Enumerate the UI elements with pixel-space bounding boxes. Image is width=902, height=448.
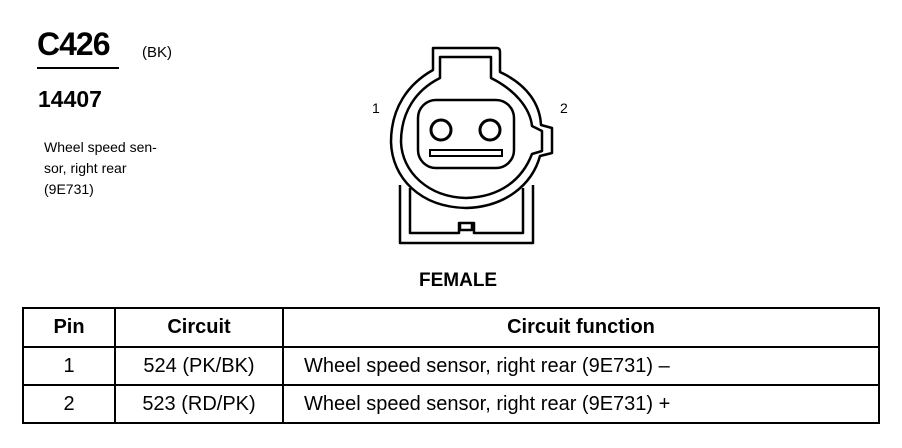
connector-id: C426 [37,26,110,62]
part-number: 14407 [38,86,102,112]
cell-circuit-function: Wheel speed sensor, right rear (9E731) – [282,346,880,386]
connector-face-outline [389,46,554,210]
cell-pin: 2 [22,384,116,424]
terminal-cavity-frame [416,98,516,170]
cell-pin: 1 [22,346,116,386]
pinout-table: Pin Circuit Circuit function 1 524 (PK/B… [22,307,880,424]
connector-description: Wheel speed sen- sor, right rear (9E731) [44,137,184,200]
description-line: Wheel speed sen- [44,139,157,155]
cell-circuit: 524 (PK/BK) [114,346,284,386]
header-circuit-function: Circuit function [282,307,880,348]
header-circuit: Circuit [114,307,284,348]
terminal-slot [429,149,503,157]
table-row: 1 524 (PK/BK) Wheel speed sensor, right … [22,346,880,386]
connector-gender: FEMALE [419,270,498,291]
connector-face-diagram [389,46,554,245]
connector-housing-outline [398,185,535,245]
connector-housing-inner [408,188,525,235]
pin-1-label: 1 [372,100,380,116]
terminal-pin-2 [478,118,502,142]
latch-tab [458,222,474,232]
description-line: (9E731) [44,181,94,197]
table-row: 2 523 (RD/PK) Wheel speed sensor, right … [22,384,880,424]
description-line: sor, right rear [44,160,127,176]
header-pin: Pin [22,307,116,348]
cell-circuit: 523 (RD/PK) [114,384,284,424]
connector-face-inner [399,55,544,200]
cell-circuit-function: Wheel speed sensor, right rear (9E731) + [282,384,880,424]
table-header-row: Pin Circuit Circuit function [22,307,880,348]
terminal-pin-1 [429,118,453,142]
connector-id-underline [37,67,119,69]
pin-2-label: 2 [560,100,568,116]
connector-color-code: (BK) [142,44,172,61]
